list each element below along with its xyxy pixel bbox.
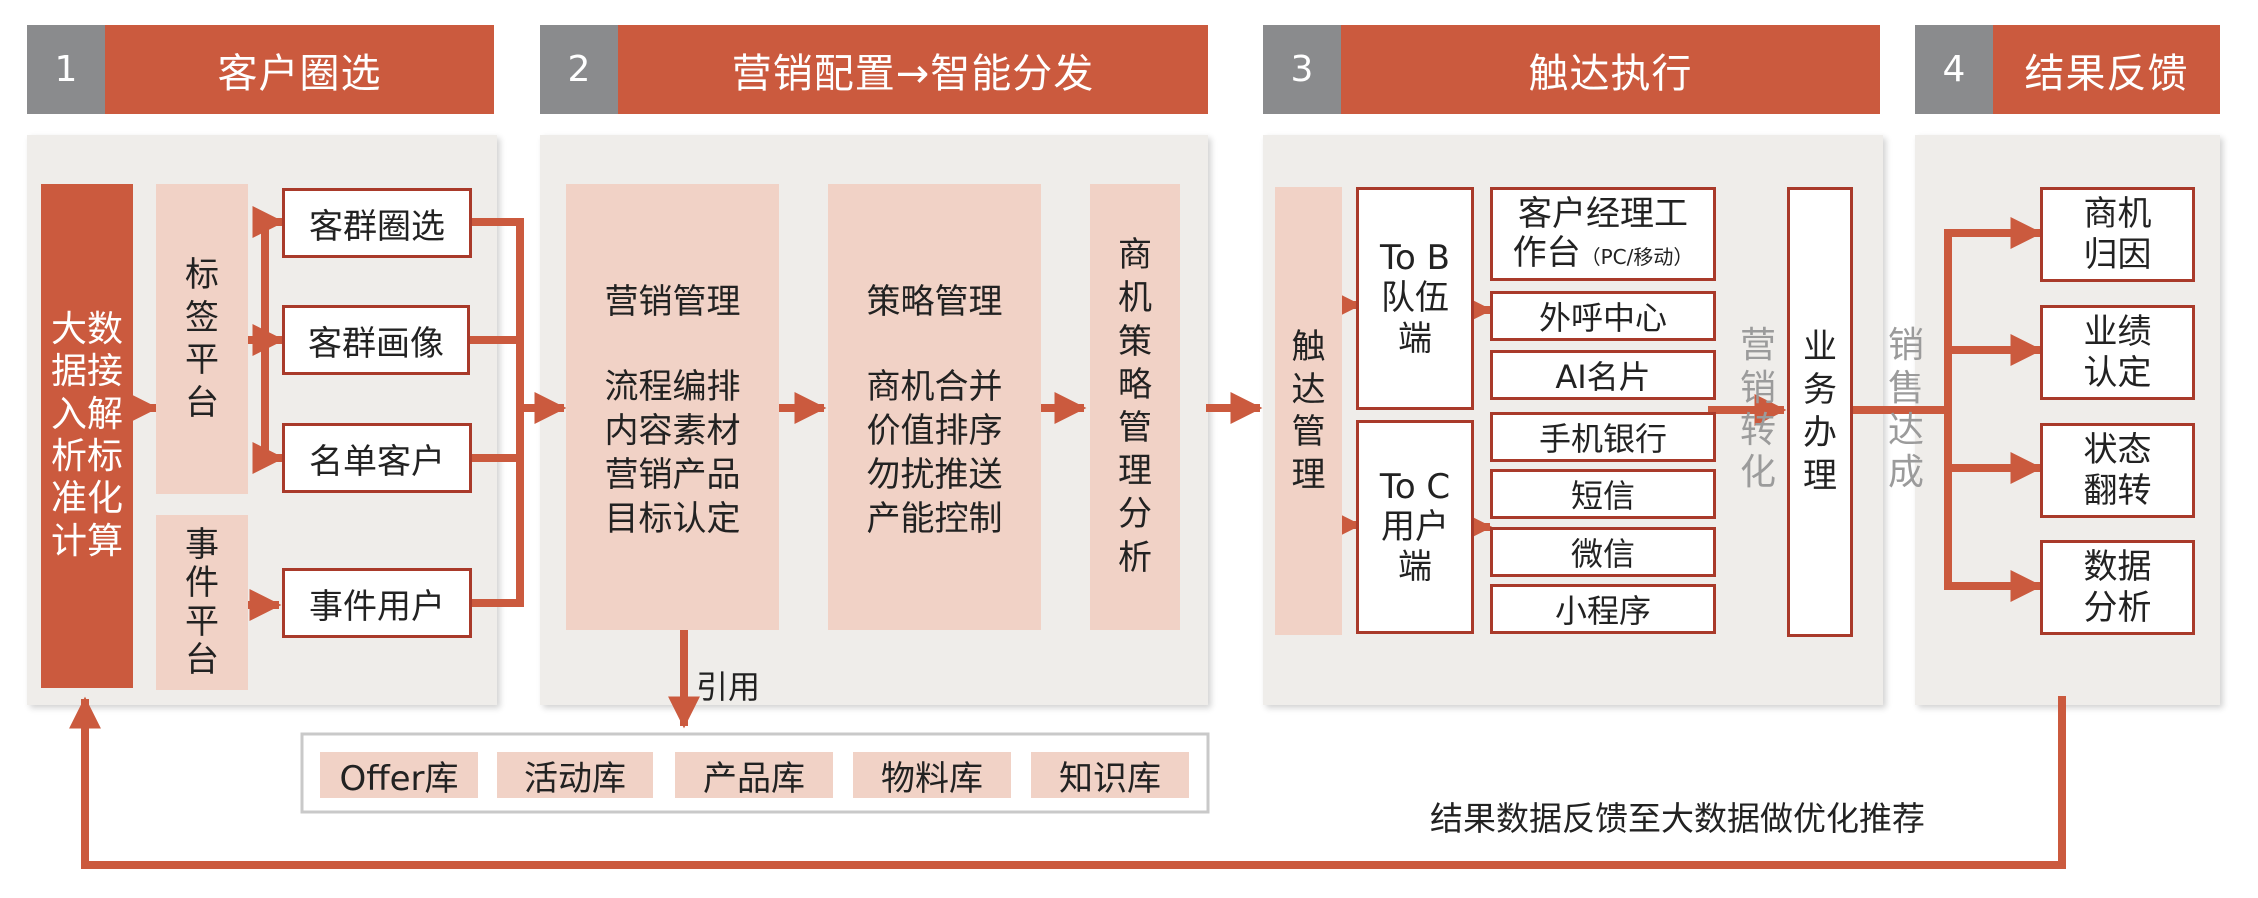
knowledge-library: 知识库 [1031, 752, 1189, 799]
channel-sms: 短信 [1490, 469, 1716, 519]
section-1-title: 客户圈选 [105, 25, 494, 114]
section-2-number: 2 [540, 25, 618, 114]
channel-ai-card: AI名片 [1490, 350, 1716, 400]
marketing-management-box: 营销管理 流程编排 内容素材 营销产品 目标认定 [566, 184, 779, 630]
event-platform-box: 事件平台 [156, 515, 248, 690]
channel-mini-program: 小程序 [1490, 584, 1716, 634]
strategy-item: 勿扰推送 [866, 455, 1003, 495]
strategy-item: 商机合并 [866, 367, 1003, 407]
tob-line2: 队伍端 [1381, 278, 1449, 359]
sales-achieved-text: 销售达成 [1887, 325, 1924, 494]
data-analysis-label: 数据分析 [2083, 546, 2152, 628]
account-manager-workbench-box: 客户经理工 作台（PC/移动） [1490, 187, 1716, 281]
strategy-item: 价值排序 [866, 411, 1003, 451]
workbench-platform-note: （PC/移动） [1580, 245, 1694, 269]
section-3-number: 3 [1263, 25, 1341, 114]
tob-line1: To B [1380, 238, 1450, 279]
section-4-number: 4 [1915, 25, 1993, 114]
bigdata-ingest-label: 大数据接入解析标准化计算 [50, 308, 123, 562]
reference-label: 引用 [696, 668, 761, 706]
opportunity-attribution-box: 商机归因 [2040, 187, 2195, 282]
marketing-item: 流程编排 [604, 367, 741, 407]
tag-platform-label: 标签平台 [185, 255, 219, 423]
toc-line1: To C [1379, 466, 1451, 507]
performance-recognition-box: 业绩认定 [2040, 305, 2195, 400]
marketing-item: 营销产品 [604, 455, 741, 495]
feedback-note: 结果数据反馈至大数据做优化推荐 [1430, 799, 1925, 838]
segment-profile-label: 客群画像 [308, 323, 444, 364]
channel-wechat: 微信 [1490, 527, 1716, 577]
opportunity-attribution-label: 商机归因 [2083, 193, 2152, 275]
toc-line2: 用户端 [1381, 506, 1449, 587]
data-analysis-box: 数据分析 [2040, 540, 2195, 635]
tag-platform-box: 标签平台 [156, 184, 248, 494]
marketing-item: 目标认定 [604, 499, 741, 539]
material-library: 物料库 [853, 752, 1011, 799]
product-library: 产品库 [675, 752, 833, 799]
segment-selection-box: 客群圈选 [282, 188, 472, 258]
marketing-item: 内容素材 [604, 411, 741, 451]
activity-library: 活动库 [497, 752, 653, 799]
sales-achieved-label: 销售达成 [1884, 320, 1928, 500]
section-3-title: 触达执行 [1341, 25, 1880, 114]
marketing-management-title: 营销管理 [604, 282, 741, 322]
marketing-conversion-text: 营销转化 [1739, 325, 1776, 494]
status-flip-box: 状态翻转 [2040, 423, 2195, 518]
opportunity-analysis-label: 商机策略管理分析 [1118, 235, 1152, 578]
reach-management-label: 触达管理 [1291, 327, 1326, 495]
offer-library: Offer库 [320, 752, 478, 799]
channel-call-center: 外呼中心 [1490, 291, 1716, 341]
list-customers-label: 名单客户 [309, 441, 445, 482]
reach-management-box: 触达管理 [1275, 187, 1342, 635]
toc-user-box: To C 用户端 [1356, 420, 1474, 634]
strategy-management-title: 策略管理 [866, 282, 1003, 322]
workbench-line1: 客户经理工 [1518, 193, 1688, 234]
section-4-title: 结果反馈 [1993, 25, 2220, 114]
event-users-label: 事件用户 [309, 586, 445, 627]
event-platform-label: 事件平台 [185, 525, 219, 680]
segment-profile-box: 客群画像 [282, 305, 470, 375]
tob-team-box: To B 队伍端 [1356, 187, 1474, 410]
section-2-title: 营销配置→智能分发 [618, 25, 1208, 114]
strategy-item: 产能控制 [866, 499, 1003, 539]
workbench-line2: 作台 [1512, 233, 1581, 273]
performance-recognition-label: 业绩认定 [2083, 311, 2152, 393]
bigdata-ingest-box: 大数据接入解析标准化计算 [41, 184, 133, 688]
strategy-management-box: 策略管理 商机合并 价值排序 勿扰推送 产能控制 [828, 184, 1041, 630]
segment-selection-label: 客群圈选 [309, 206, 445, 247]
marketing-conversion-label: 营销转化 [1736, 320, 1780, 500]
section-1-number: 1 [27, 25, 105, 114]
status-flip-label: 状态翻转 [2083, 429, 2152, 511]
channel-mobile-banking: 手机银行 [1490, 412, 1716, 462]
list-customers-box: 名单客户 [282, 423, 472, 493]
opportunity-analysis-box: 商机策略管理分析 [1090, 184, 1180, 630]
event-users-box: 事件用户 [282, 568, 472, 638]
business-handling-box: 业务办理 [1787, 187, 1853, 637]
business-handling-label: 业务办理 [1803, 326, 1837, 497]
